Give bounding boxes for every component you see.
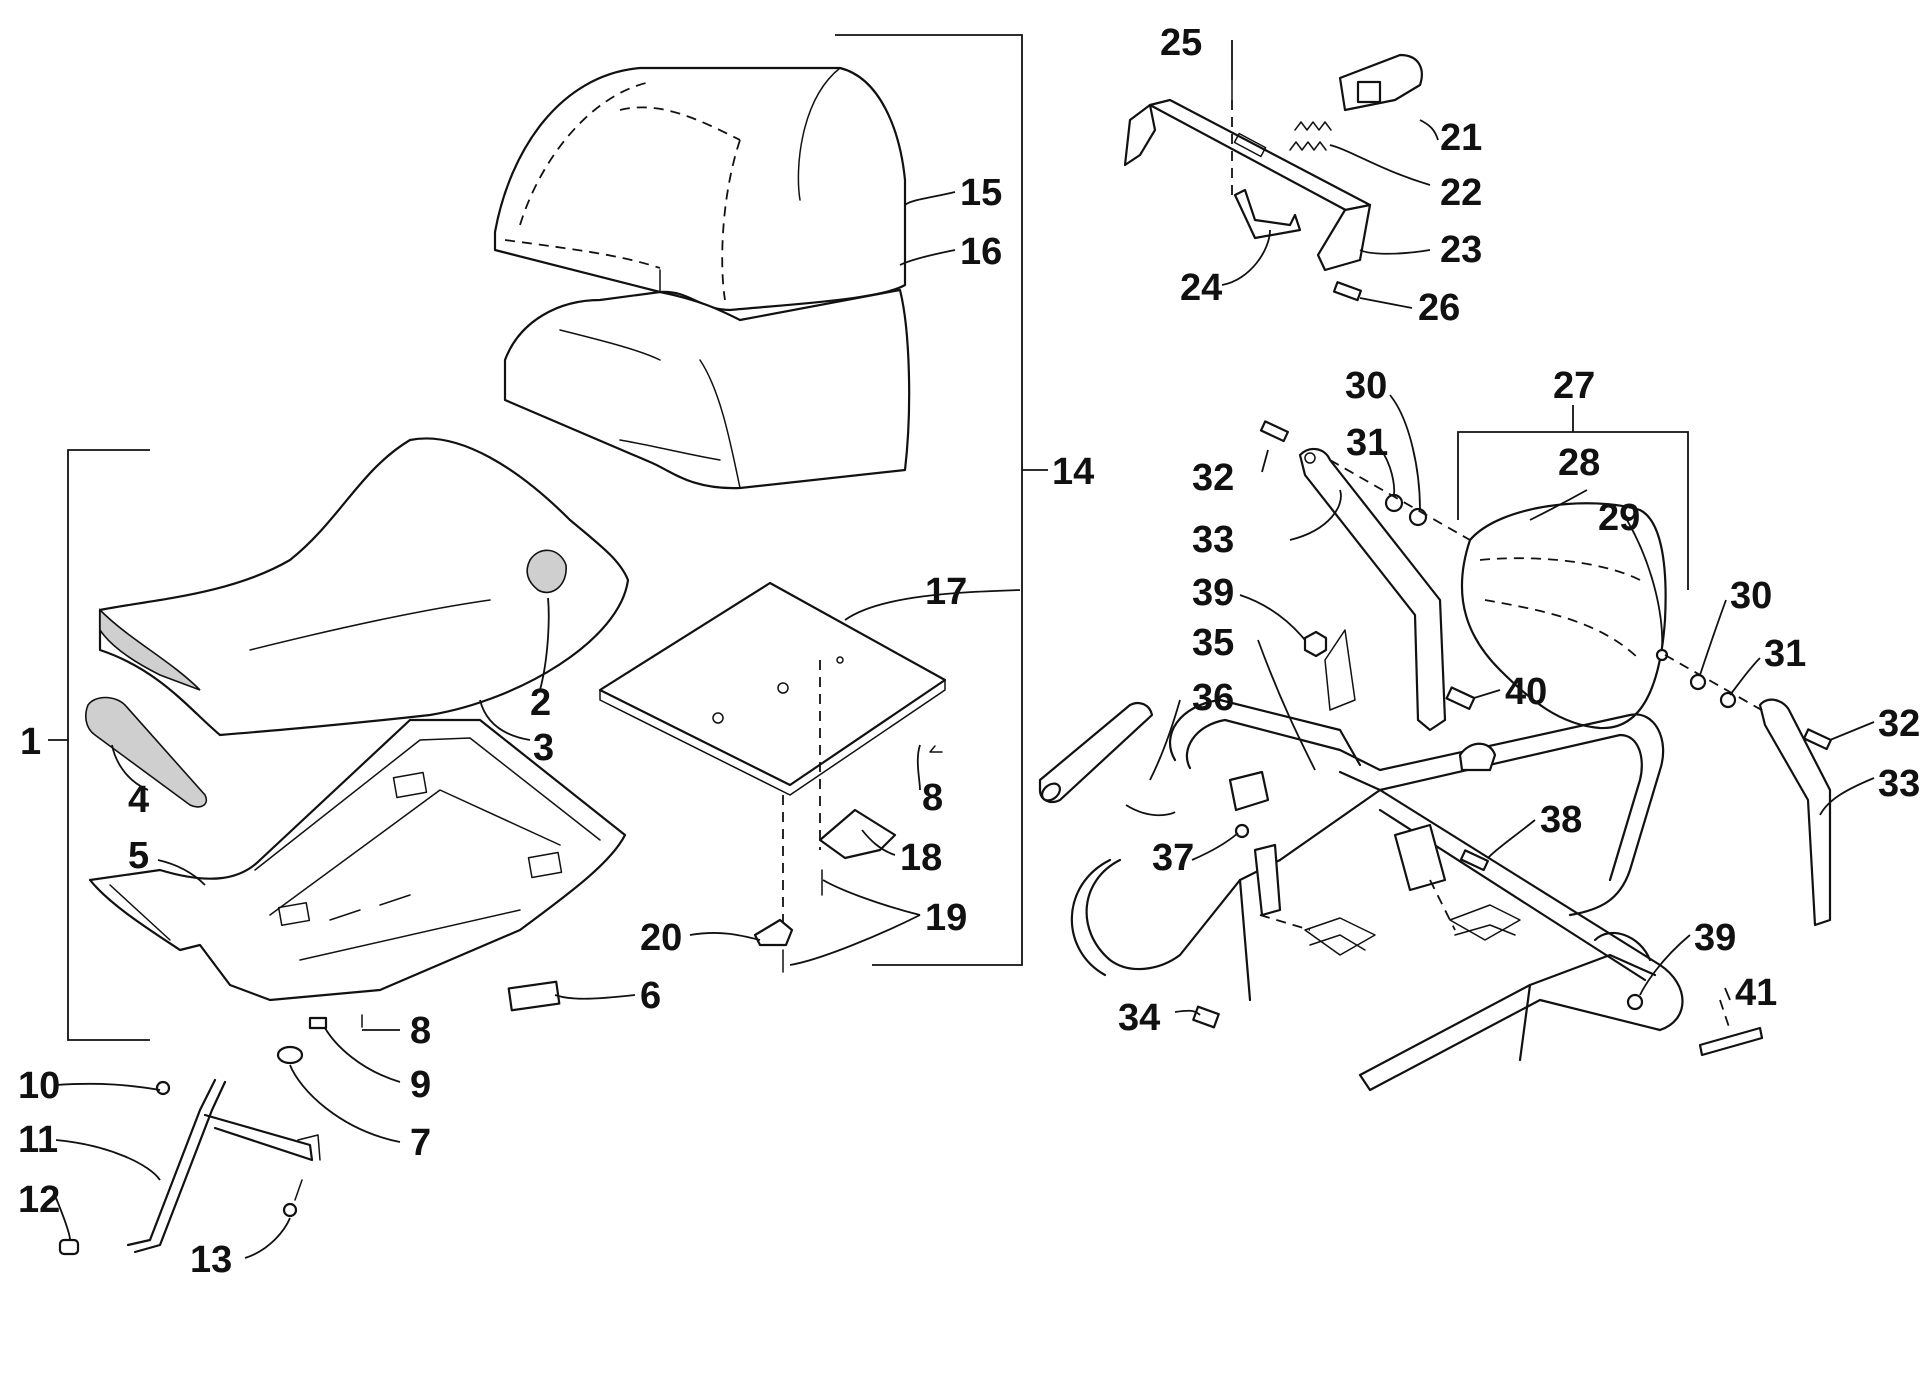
callout-15: 15 bbox=[960, 172, 1002, 214]
clamp-block-37 bbox=[1228, 770, 1270, 812]
callout-1: 1 bbox=[20, 721, 41, 763]
callout-9: 9 bbox=[410, 1064, 431, 1106]
mount-block-right bbox=[1449, 904, 1521, 941]
washer-31-right bbox=[1719, 691, 1737, 709]
callout-30b: 30 bbox=[1730, 575, 1772, 617]
callout-26: 26 bbox=[1418, 287, 1460, 329]
nut-39-lower bbox=[1626, 993, 1644, 1011]
handle-grip-21 bbox=[1338, 53, 1423, 112]
leader-lines bbox=[55, 40, 1875, 1259]
screw-19 bbox=[782, 869, 823, 973]
bolt-40 bbox=[1445, 686, 1476, 711]
springs-22 bbox=[1289, 121, 1332, 151]
callout-34: 34 bbox=[1118, 997, 1160, 1039]
callout-39b: 39 bbox=[1694, 917, 1736, 959]
callout-36: 36 bbox=[1192, 677, 1234, 719]
rack-bracket-upper bbox=[1458, 742, 1497, 772]
callout-40: 40 bbox=[1505, 671, 1547, 713]
foam-pad bbox=[85, 696, 208, 808]
callout-18: 18 bbox=[900, 837, 942, 879]
seat-cover bbox=[493, 66, 907, 312]
bracket-group-27 bbox=[1457, 405, 1689, 590]
washer-30-right bbox=[1689, 673, 1707, 691]
bracket-24 bbox=[1233, 188, 1302, 240]
seat-plate bbox=[598, 581, 947, 930]
callout-8b: 8 bbox=[922, 777, 943, 819]
callout-39: 39 bbox=[1192, 572, 1234, 614]
mount-bracket-23 bbox=[1123, 98, 1372, 272]
latch-rod-assembly bbox=[126, 1078, 321, 1254]
callout-22: 22 bbox=[1440, 172, 1482, 214]
screw-37 bbox=[1234, 823, 1250, 839]
callout-17: 17 bbox=[925, 571, 967, 613]
nut-10 bbox=[155, 1080, 171, 1096]
callout-2: 2 bbox=[530, 682, 551, 724]
decal-41 bbox=[1698, 999, 1764, 1057]
callout-10: 10 bbox=[18, 1065, 60, 1107]
rear-rack bbox=[1070, 698, 1684, 1092]
bracket-group-14 bbox=[835, 34, 1048, 966]
callout-24: 24 bbox=[1180, 267, 1222, 309]
callout-30: 30 bbox=[1345, 365, 1387, 407]
callout-13: 13 bbox=[190, 1239, 232, 1281]
callout-12: 12 bbox=[18, 1179, 60, 1221]
callout-31b: 31 bbox=[1764, 633, 1806, 675]
callout-41: 41 bbox=[1735, 972, 1777, 1014]
callout-3: 3 bbox=[533, 727, 554, 769]
callout-8: 8 bbox=[410, 1010, 431, 1052]
rack-mount-plate-left bbox=[1253, 823, 1447, 917]
bracket-group-1 bbox=[48, 449, 150, 1041]
callout-33b: 33 bbox=[1878, 763, 1920, 805]
callout-27: 27 bbox=[1553, 365, 1595, 407]
bracket-18 bbox=[818, 808, 897, 860]
callout-35: 35 bbox=[1192, 622, 1234, 664]
callout-28: 28 bbox=[1558, 442, 1600, 484]
backrest-arm-33-right bbox=[1758, 698, 1832, 927]
callout-20: 20 bbox=[640, 917, 682, 959]
seat-foam-upper bbox=[503, 288, 911, 490]
bolt-38 bbox=[1459, 849, 1489, 872]
bolt-26 bbox=[1332, 281, 1363, 302]
grip-tube-36 bbox=[1038, 701, 1154, 804]
screw-13 bbox=[282, 1179, 303, 1218]
seat-base bbox=[88, 718, 627, 1002]
shield-plate bbox=[1324, 629, 1356, 711]
callout-31: 31 bbox=[1346, 422, 1388, 464]
backrest-arm-33-left bbox=[1298, 447, 1447, 732]
callout-25: 25 bbox=[1160, 22, 1202, 64]
callout-labels: 1 2 3 4 5 6 7 8 8 9 10 11 12 13 14 15 16… bbox=[18, 22, 1920, 1281]
main-seat bbox=[98, 437, 630, 737]
callout-21: 21 bbox=[1440, 117, 1482, 159]
callout-23: 23 bbox=[1440, 229, 1482, 271]
callout-5: 5 bbox=[128, 835, 149, 877]
mount-block-left bbox=[1304, 917, 1376, 956]
clip-20 bbox=[753, 918, 794, 947]
end-cap-12 bbox=[58, 1238, 80, 1256]
callout-11: 11 bbox=[18, 1119, 58, 1161]
callout-29: 29 bbox=[1598, 497, 1640, 539]
bolt-32-left bbox=[1259, 420, 1289, 443]
bolt-34 bbox=[1192, 1005, 1220, 1029]
callout-16: 16 bbox=[960, 231, 1002, 273]
grommet bbox=[276, 1045, 304, 1065]
callout-32b: 32 bbox=[1878, 703, 1920, 745]
callout-19: 19 bbox=[925, 897, 967, 939]
clip-8-right bbox=[929, 745, 943, 753]
strap-bracket bbox=[507, 980, 561, 1012]
callout-32: 32 bbox=[1192, 457, 1234, 499]
callout-37: 37 bbox=[1152, 837, 1194, 879]
washer-30-left bbox=[1408, 507, 1428, 527]
backrest-pad-28 bbox=[1460, 502, 1667, 730]
callout-6: 6 bbox=[640, 975, 661, 1017]
nut-39 bbox=[1303, 630, 1328, 658]
callout-4: 4 bbox=[128, 779, 149, 821]
callout-33: 33 bbox=[1192, 519, 1234, 561]
clip-9 bbox=[308, 1016, 328, 1030]
bolt-32-right bbox=[1802, 728, 1832, 751]
callout-38: 38 bbox=[1540, 799, 1582, 841]
callout-14: 14 bbox=[1052, 451, 1094, 493]
callout-7: 7 bbox=[410, 1122, 431, 1164]
